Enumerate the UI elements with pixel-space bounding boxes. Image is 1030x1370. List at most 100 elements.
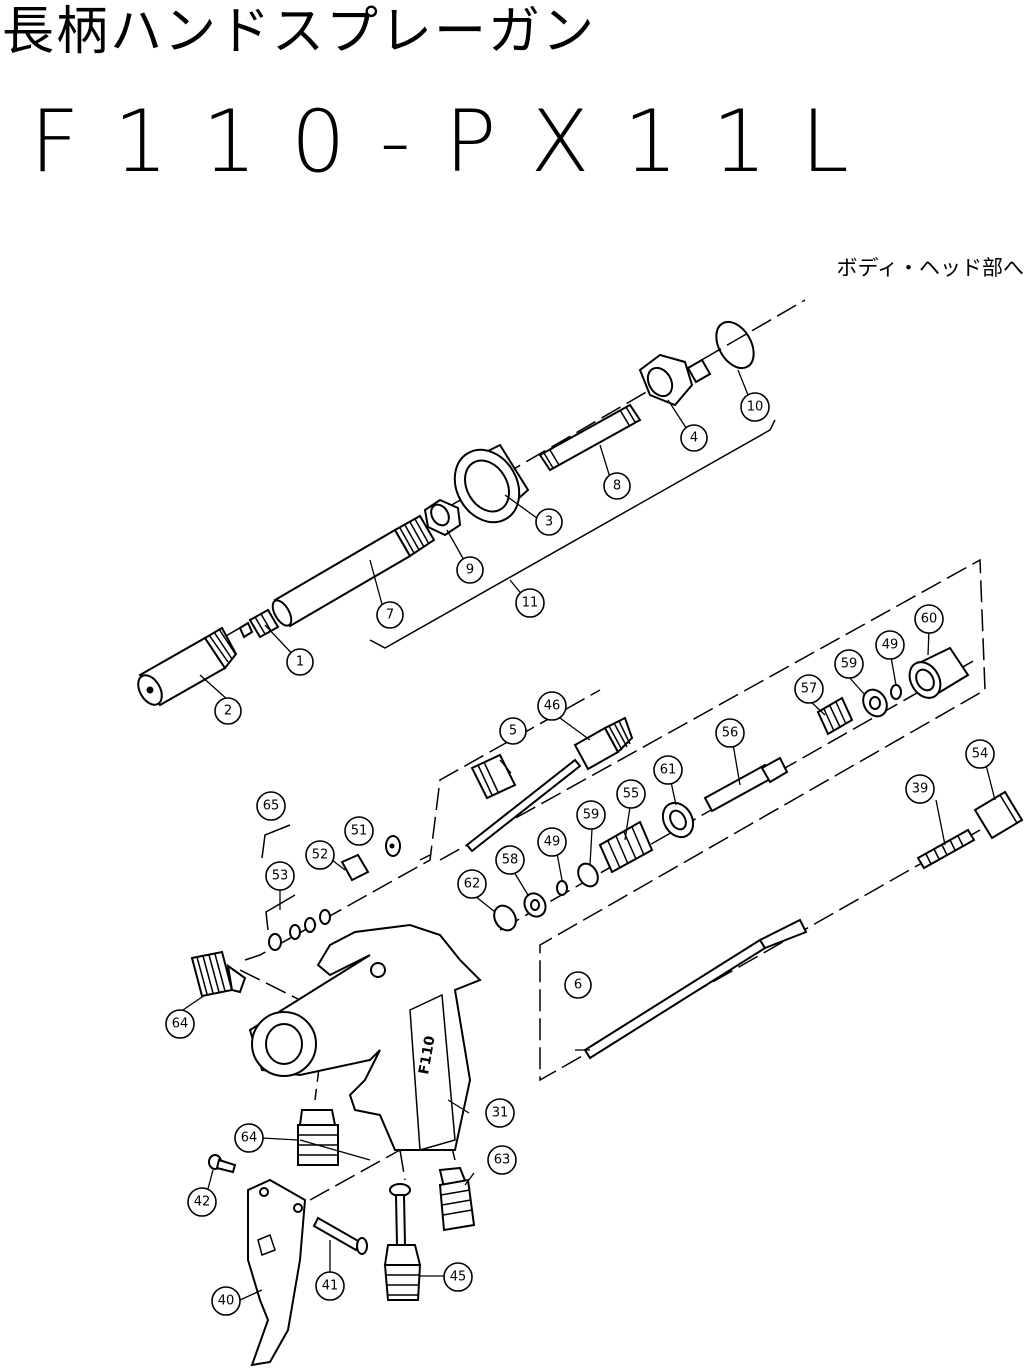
callout-51: 51 <box>344 816 374 846</box>
callout-65: 65 <box>256 791 286 821</box>
part-45-valve <box>383 1183 422 1301</box>
part-10-o-ring <box>715 320 755 370</box>
svg-text:4: 4 <box>690 431 698 446</box>
part-63-fitting <box>438 1166 476 1232</box>
part-8-rod <box>538 403 642 472</box>
svg-text:57: 57 <box>801 682 818 697</box>
callout-58: 58 <box>495 845 525 875</box>
callout-11: 11 <box>515 588 545 618</box>
reference-note: ボディ・ヘッド部へ <box>836 256 1024 280</box>
svg-text:42: 42 <box>194 1195 211 1210</box>
part-57-spring <box>816 696 854 736</box>
callout-52: 52 <box>305 840 335 870</box>
part-2-end-cap <box>137 626 238 707</box>
callout-57: 57 <box>794 674 824 704</box>
svg-text:8: 8 <box>613 479 621 494</box>
part-3-ring-nut <box>453 443 530 524</box>
callout-53: 53 <box>265 861 295 891</box>
svg-text:64: 64 <box>241 1131 258 1146</box>
page-title: 長柄ハンドスプレーガン <box>2 2 597 62</box>
svg-text:46: 46 <box>544 699 561 714</box>
svg-text:54: 54 <box>972 747 989 762</box>
part-6-needle <box>583 918 808 1060</box>
callout-10: 10 <box>740 392 770 422</box>
part-42-screw <box>208 1154 237 1174</box>
callout-31: 31 <box>485 1098 515 1128</box>
svg-text:11: 11 <box>522 596 539 611</box>
svg-text:61: 61 <box>660 763 677 778</box>
part-51-washer <box>385 835 401 857</box>
svg-text:41: 41 <box>322 1279 339 1294</box>
part-7-tube <box>271 514 436 628</box>
svg-text:63: 63 <box>494 1153 511 1168</box>
callout-62: 62 <box>457 869 487 899</box>
callout-5: 5 <box>499 717 527 745</box>
callout-7: 7 <box>376 601 404 629</box>
callout-3: 3 <box>535 508 563 536</box>
gun-body-assembly: F110 <box>190 558 1024 1367</box>
svg-text:1: 1 <box>296 655 304 670</box>
part-58-bushing <box>523 892 547 918</box>
callout-64-side: 64 <box>165 1009 195 1039</box>
svg-text:64: 64 <box>172 1017 189 1032</box>
part-53-washers <box>268 909 331 951</box>
part-41-pin <box>312 1216 368 1255</box>
callout-54: 54 <box>965 739 995 769</box>
svg-text:65: 65 <box>263 799 280 814</box>
part-62-o-ring <box>493 904 517 932</box>
callout-2: 2 <box>214 697 242 725</box>
part-40-trigger <box>247 1178 307 1367</box>
callout-59-lower: 59 <box>576 800 606 830</box>
part-59-seal-upper <box>862 688 888 718</box>
part-9-nut <box>423 498 462 537</box>
callout-bubbles: 1 2 3 4 5 6 7 8 9 10 11 31 39 40 41 42 4… <box>165 392 995 1316</box>
part-49-washer-upper <box>890 684 902 700</box>
callout-8: 8 <box>603 472 631 500</box>
grip-label: F110 <box>416 1034 439 1075</box>
part-5-fitting <box>470 753 517 800</box>
svg-text:59: 59 <box>841 657 858 672</box>
svg-text:52: 52 <box>312 848 329 863</box>
svg-text:5: 5 <box>509 724 517 739</box>
svg-text:60: 60 <box>921 612 938 627</box>
callout-59-upper: 59 <box>834 649 864 679</box>
part-56-shaft <box>703 756 789 813</box>
part-31-gun-body: F110 <box>248 923 482 1151</box>
part-60-cap <box>908 646 970 699</box>
svg-text:56: 56 <box>722 726 739 741</box>
callout-6: 6 <box>564 971 592 999</box>
svg-text:58: 58 <box>502 853 519 868</box>
svg-text:10: 10 <box>747 400 764 415</box>
svg-text:7: 7 <box>386 608 394 623</box>
callout-1: 1 <box>286 648 314 676</box>
svg-text:55: 55 <box>623 787 640 802</box>
part-1-connector <box>238 608 280 639</box>
svg-text:59: 59 <box>583 808 600 823</box>
callout-61: 61 <box>653 755 683 785</box>
callout-60: 60 <box>914 604 944 634</box>
svg-text:53: 53 <box>272 869 289 884</box>
svg-text:6: 6 <box>574 978 582 993</box>
callout-64-bottom: 64 <box>234 1123 264 1153</box>
part-39-spring <box>916 828 976 870</box>
part-59-seal-lower <box>577 862 599 888</box>
extension-assembly <box>137 299 806 707</box>
callout-39: 39 <box>905 774 935 804</box>
callout-46: 46 <box>537 691 567 721</box>
callout-55: 55 <box>616 779 646 809</box>
part-64-fitting-bottom <box>297 1109 339 1166</box>
callout-40: 40 <box>211 1286 241 1316</box>
svg-text:62: 62 <box>464 877 481 892</box>
part-54-knob <box>973 790 1024 840</box>
model-number: F110-PX11L <box>30 92 883 192</box>
part-52-nut <box>340 853 370 882</box>
callout-9: 9 <box>456 556 484 584</box>
svg-text:39: 39 <box>912 782 929 797</box>
part-55-spring <box>598 820 654 874</box>
callout-42: 42 <box>187 1187 217 1217</box>
part-46-needle-assembly <box>465 716 634 853</box>
callout-49-lower: 49 <box>537 827 567 857</box>
svg-text:51: 51 <box>351 824 368 839</box>
callout-49-upper: 49 <box>875 630 905 660</box>
